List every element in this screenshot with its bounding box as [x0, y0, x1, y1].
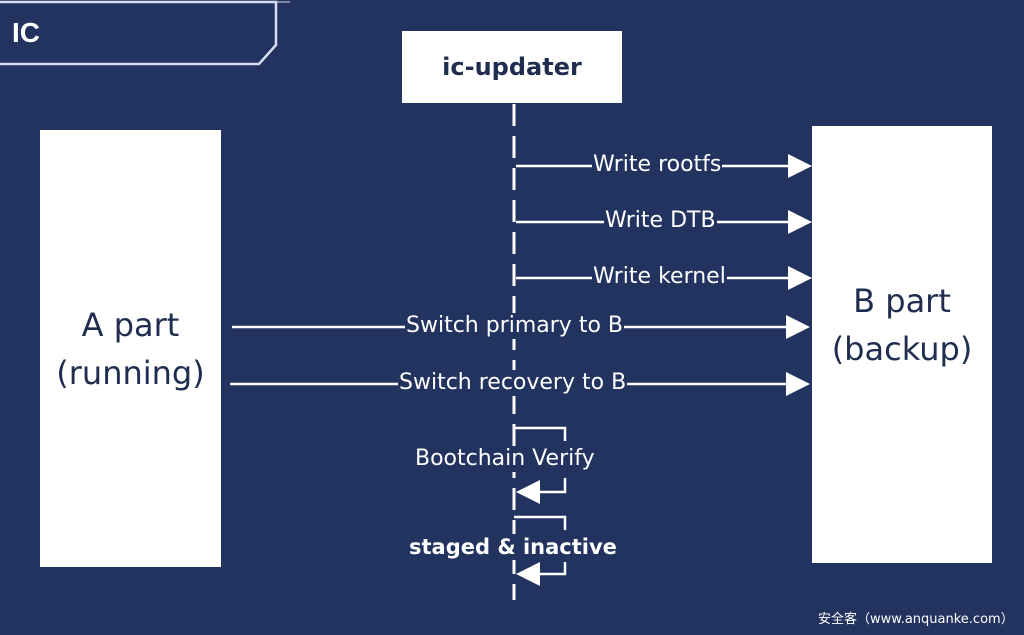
message-label-switch-primary: Switch primary to B [405, 313, 624, 339]
self-call-bootchain-verify [514, 426, 567, 504]
message-label-switch-recovery: Switch recovery to B [398, 370, 628, 396]
watermark: 安全客（www.anquanke.com） [818, 612, 1014, 627]
ic-updater-label: ic-updater [442, 53, 582, 81]
b-part-state: (backup) [831, 329, 973, 368]
b-part-name: B part [853, 281, 951, 320]
frame-tab-outline [0, 0, 290, 66]
self-call-label-staged-inactive: staged & inactive [408, 534, 618, 560]
message-label-write-kernel: Write kernel [592, 264, 727, 290]
ic-updater-box: ic-updater [402, 31, 622, 103]
a-part-box: A part (running) [40, 130, 221, 567]
self-call-label-bootchain-verify: Bootchain Verify [414, 446, 596, 472]
message-label-write-rootfs: Write rootfs [592, 152, 723, 178]
a-part-state: (running) [56, 353, 205, 392]
a-part-name: A part [81, 305, 180, 344]
message-label-write-dtb: Write DTB [604, 208, 717, 234]
frame-tab [0, 0, 290, 70]
self-call-staged-inactive [514, 515, 567, 586]
b-part-box: B part (backup) [812, 126, 992, 563]
frame-title: IC [12, 17, 40, 48]
